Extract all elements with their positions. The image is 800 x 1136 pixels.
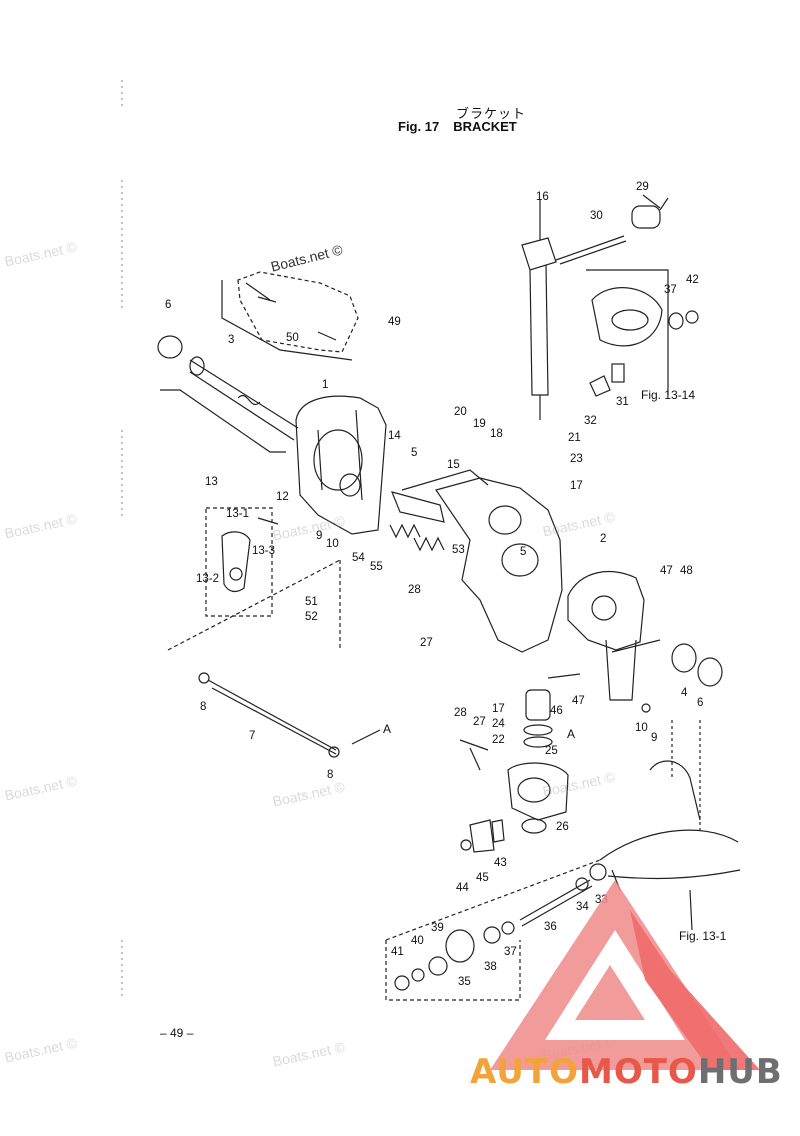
callout-21: 21 [568, 432, 581, 444]
callout-46: 46 [550, 705, 563, 717]
callout-13-3: 13-3 [252, 545, 276, 557]
callout-51: 51 [305, 596, 318, 608]
callout-13-2: 13-2 [196, 573, 220, 585]
callout-39: 39 [431, 922, 444, 934]
callout-26: 26 [556, 821, 569, 833]
callout-13-1: 13-1 [226, 508, 250, 520]
callout-15: 15 [447, 459, 460, 471]
callout-54: 54 [352, 552, 365, 564]
callout-38: 38 [484, 961, 497, 973]
callout-37b: 37 [504, 946, 517, 958]
callout-27b: 27 [473, 716, 486, 728]
callout-25: 25 [545, 745, 558, 757]
callout-10b: 10 [635, 722, 648, 734]
page-title-japanese: ブラケット [456, 107, 527, 122]
figure-reference-13-14: Fig. 13-14 [641, 388, 696, 402]
callout-9b: 9 [651, 732, 658, 744]
callout-45: 45 [476, 872, 489, 884]
callout-10: 10 [326, 538, 339, 550]
callout-41: 41 [391, 946, 404, 958]
figure-title: BRACKET [453, 119, 517, 134]
callout-17: 17 [570, 480, 583, 492]
callout-49: 49 [388, 316, 401, 328]
callout-32: 32 [584, 415, 597, 427]
callout-53: 53 [452, 544, 465, 556]
section-mark-a-left: A [383, 722, 392, 736]
callout-47: 47 [660, 565, 673, 577]
callout-9: 9 [316, 530, 323, 542]
callout-30: 30 [590, 210, 603, 222]
callout-7: 7 [249, 730, 256, 742]
callout-48: 48 [680, 565, 693, 577]
callout-2: 2 [600, 533, 607, 545]
callout-52: 52 [305, 611, 318, 623]
callout-5: 5 [411, 447, 418, 459]
page-number: – 49 – [160, 1026, 194, 1040]
callout-34: 34 [576, 901, 589, 913]
callout-18: 18 [490, 428, 503, 440]
callout-8b: 8 [327, 769, 334, 781]
callout-44: 44 [456, 882, 469, 894]
figure-number: Fig. 17 [398, 119, 440, 134]
callout-29: 29 [636, 181, 649, 193]
callout-40: 40 [411, 935, 424, 947]
callout-14: 14 [388, 430, 401, 442]
callout-24: 24 [492, 718, 505, 730]
callout-43: 43 [494, 857, 507, 869]
callout-27: 27 [420, 637, 433, 649]
brand-part-moto: MOTO [578, 1052, 698, 1092]
callout-36: 36 [544, 921, 557, 933]
callout-4: 4 [681, 687, 688, 699]
brand-wordmark: AUTOMOTOHUB [470, 1052, 783, 1092]
callout-33: 33 [595, 894, 608, 906]
callout-47b: 47 [572, 695, 585, 707]
callout-31: 31 [616, 396, 629, 408]
callout-8: 8 [200, 701, 207, 713]
section-mark-a-right: A [567, 727, 576, 741]
callout-1: 1 [322, 379, 329, 391]
callout-6b: 6 [697, 697, 704, 709]
brand-part-auto: AUTO [470, 1052, 579, 1092]
callout-16: 16 [536, 191, 549, 203]
callout-19: 19 [473, 418, 486, 430]
callout-20: 20 [454, 406, 467, 418]
figure-reference-13-1: Fig. 13-1 [679, 929, 727, 943]
callout-17b: 17 [492, 703, 505, 715]
callout-13: 13 [205, 476, 218, 488]
automotohub-logo-icon [490, 880, 760, 1070]
callout-28b: 28 [454, 707, 467, 719]
callout-3: 3 [228, 334, 235, 346]
callout-50: 50 [286, 332, 299, 344]
callout-23: 23 [570, 453, 583, 465]
page-title: Fig. 17 BRACKET [398, 119, 531, 134]
callout-42: 42 [686, 274, 699, 286]
callout-55: 55 [370, 561, 383, 573]
callout-35: 35 [458, 976, 471, 988]
callout-6: 6 [165, 299, 172, 311]
callout-37: 37 [664, 284, 677, 296]
callout-22: 22 [492, 734, 505, 746]
callout-12: 12 [276, 491, 289, 503]
callout-28: 28 [408, 584, 421, 596]
callout-5b: 5 [520, 546, 527, 558]
brand-part-hub: HUB [697, 1052, 783, 1092]
